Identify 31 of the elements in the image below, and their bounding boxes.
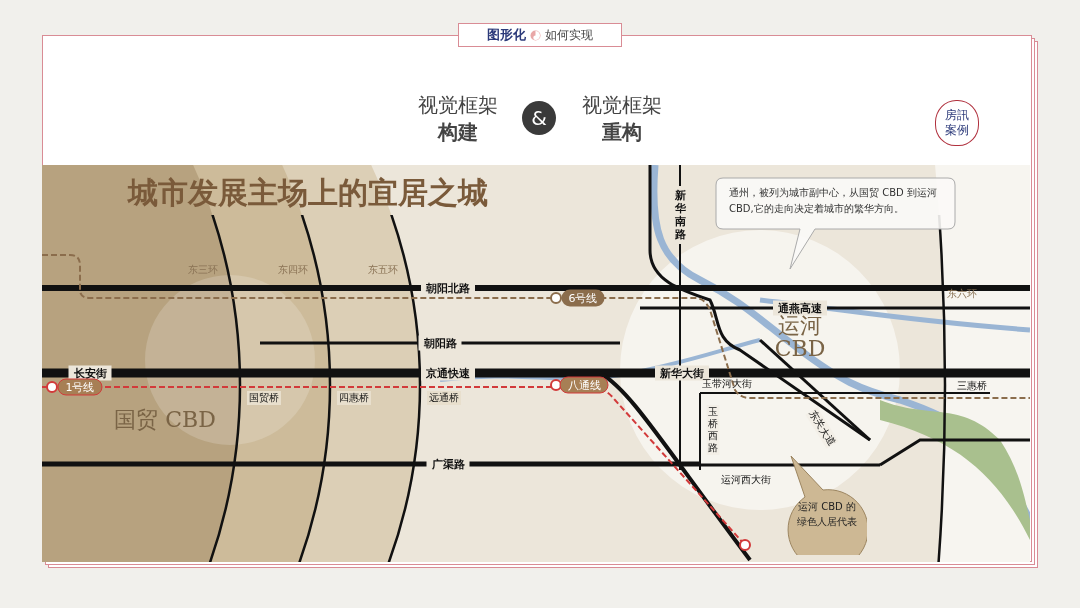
street-label: 玉带河大街	[702, 378, 752, 391]
bridge-label: 三惠桥	[957, 379, 987, 393]
road-label: 朝阳路	[418, 335, 462, 351]
subway-line-badge: 八通线	[559, 376, 609, 394]
ring-road-label: 东四环	[278, 263, 308, 277]
tab-title: 图形化	[487, 26, 526, 44]
speech-callout: 通州，被列为城市副中心，从国贸 CBD 到运河 CBD,它的走向决定着城市的繁华方向。	[715, 177, 957, 272]
tab-subtitle: 如何实现	[545, 26, 593, 44]
road-label: 朝阳北路	[421, 280, 475, 296]
district-label: 国贸 CBD	[114, 408, 216, 432]
section-tab	[458, 23, 622, 47]
street-label: 玉桥西路	[706, 405, 720, 455]
heading-text: 构建	[438, 118, 478, 146]
bridge-label: 四惠桥	[337, 391, 371, 405]
ring-road-label: 东五环	[368, 263, 398, 277]
district-label: 运河 CBD	[773, 313, 827, 361]
road-label: 京通快速	[421, 365, 475, 381]
road-label: 新华南路	[672, 186, 688, 244]
road-label: 广渠路	[426, 456, 470, 472]
bridge-label: 远通桥	[427, 391, 461, 405]
bridge-label: 国贸桥	[247, 391, 281, 405]
road-label: 长安街	[68, 365, 112, 381]
subway-line-badge: 6号线	[561, 289, 605, 307]
subway-line-badge: 1号线	[57, 378, 103, 396]
ring-road-label: 东六环	[947, 287, 977, 301]
heading-text: 重构	[602, 118, 642, 146]
heading-text: 视觉框架	[418, 91, 498, 119]
street-label: 运河西大街	[721, 473, 771, 487]
road-label: 通燕高速	[773, 300, 827, 316]
heading-text: 视觉框架	[582, 91, 662, 119]
map-title: 城市发展主场上的宜居之城	[128, 173, 488, 212]
